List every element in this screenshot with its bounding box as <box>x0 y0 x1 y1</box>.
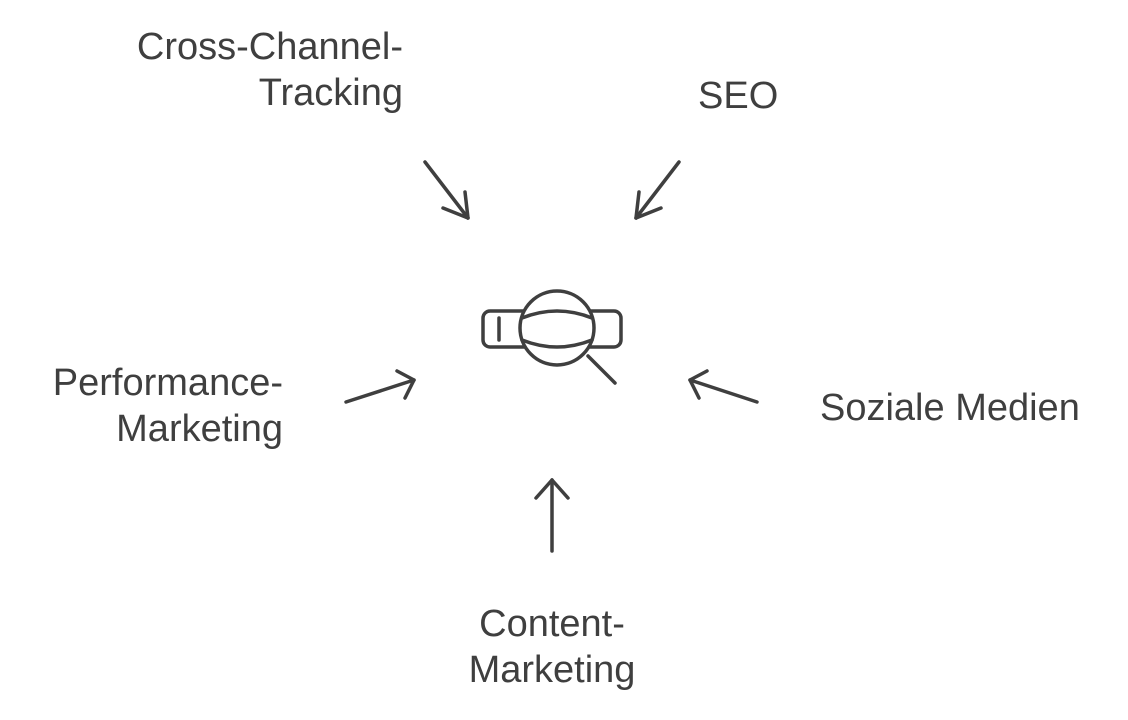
arrow-content <box>534 478 570 553</box>
arrow-social <box>688 369 759 404</box>
arrow-performance <box>344 369 416 404</box>
node-performance-marketing: Performance- Marketing <box>53 360 283 452</box>
node-cross-channel-tracking: Cross-Channel- Tracking <box>137 24 403 116</box>
node-label-line: Performance- <box>52 362 283 404</box>
node-content-marketing: Content- Marketing <box>452 601 652 693</box>
node-label-line: Tracking <box>258 72 403 114</box>
arrow-cross-channel <box>423 160 470 220</box>
arrow-seo <box>634 160 681 220</box>
node-label-line: Cross-Channel- <box>136 26 403 68</box>
vr-headset-magnifier-icon <box>481 289 623 385</box>
node-label-line: SEO <box>698 75 779 117</box>
node-soziale-medien: Soziale Medien <box>820 385 1080 431</box>
node-label-line: Marketing <box>468 649 636 691</box>
node-label-line: Soziale Medien <box>820 387 1080 429</box>
node-label-line: Marketing <box>116 408 283 450</box>
node-seo: SEO <box>698 73 778 119</box>
node-label-line: Content- <box>479 603 625 645</box>
